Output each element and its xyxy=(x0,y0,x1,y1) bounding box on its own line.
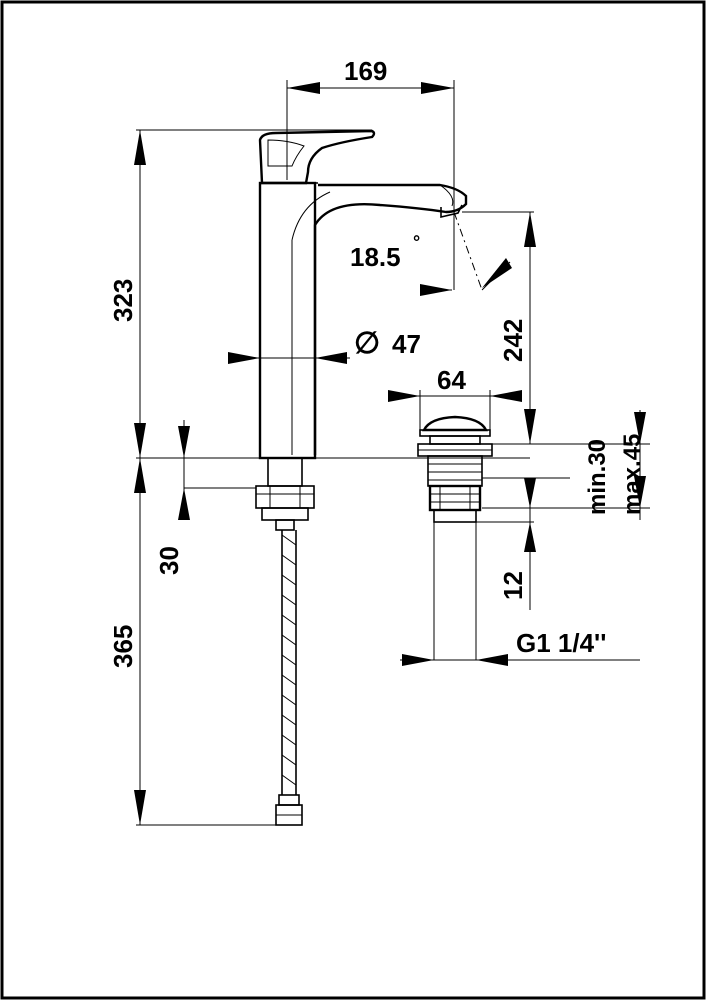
dim-waste-thread-length: 12 xyxy=(498,571,528,600)
dimension-lines xyxy=(134,80,650,826)
faucet xyxy=(255,129,468,826)
dim-clamp-max: max.45 xyxy=(619,434,646,515)
dim-body-diameter: 47 xyxy=(392,329,421,359)
dim-spout-angle: 18.5 xyxy=(350,242,401,272)
faucet-body xyxy=(258,181,317,460)
supply-hose xyxy=(275,530,303,826)
dim-base-thickness: 30 xyxy=(154,546,184,575)
faucet-handle xyxy=(258,129,376,185)
faucet-spout xyxy=(313,183,468,455)
dim-spout-reach: 169 xyxy=(344,56,387,86)
fixing-nut xyxy=(255,485,315,509)
dim-spout-height: 242 xyxy=(498,319,528,362)
waste-cap xyxy=(422,415,488,432)
dim-degree-symbol: ° xyxy=(413,232,420,252)
popup-waste xyxy=(417,415,493,660)
dim-clamp-min: min.30 xyxy=(584,439,611,515)
dim-diameter-symbol: ∅ xyxy=(354,327,380,360)
dim-hose-length: 365 xyxy=(108,625,138,668)
dim-body-height: 323 xyxy=(108,279,138,322)
waste-nut xyxy=(428,484,482,512)
dim-thread-size: G1 1/4'' xyxy=(516,628,606,658)
dim-waste-cap-diameter: 64 xyxy=(437,365,466,395)
